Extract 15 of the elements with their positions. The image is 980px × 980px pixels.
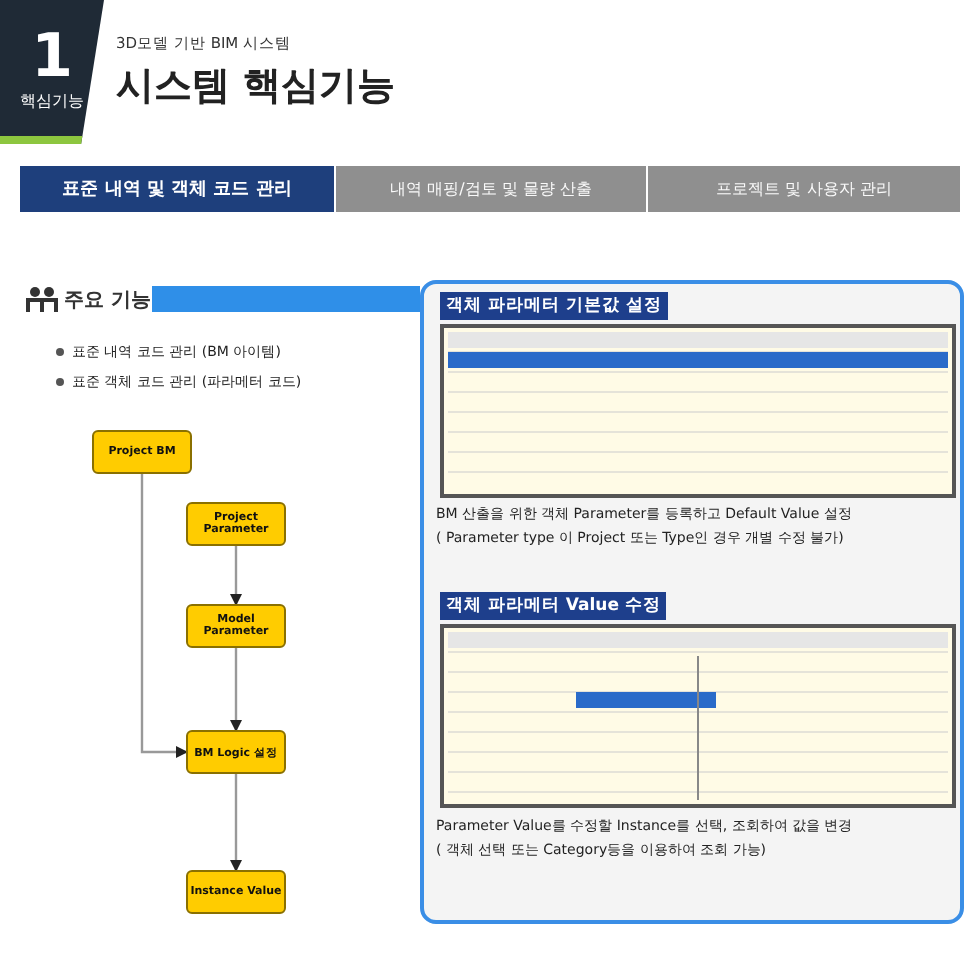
section-badge — [0, 0, 104, 144]
arrow — [230, 774, 242, 872]
tab: 내역 매핑/검토 및 물량 산출 — [334, 166, 646, 212]
section-heading: 객체 파라메터 Value 수정 — [440, 592, 667, 620]
tab: 프로젝트 및 사용자 관리 — [646, 166, 960, 212]
slide-title: 시스템 핵심기능 — [116, 62, 396, 112]
section-label: 주요 기능 — [64, 288, 151, 314]
content-panel — [420, 280, 964, 924]
section-name: 핵심기능 — [20, 89, 84, 111]
section-number: 1 — [31, 25, 73, 89]
arrow — [230, 546, 242, 606]
arrow — [230, 648, 242, 732]
section-heading: 객체 파라메터 기본값 설정 — [440, 292, 668, 320]
arrow — [140, 474, 188, 758]
active-tab: 표준 내역 및 객체 코드 관리 — [20, 166, 334, 212]
